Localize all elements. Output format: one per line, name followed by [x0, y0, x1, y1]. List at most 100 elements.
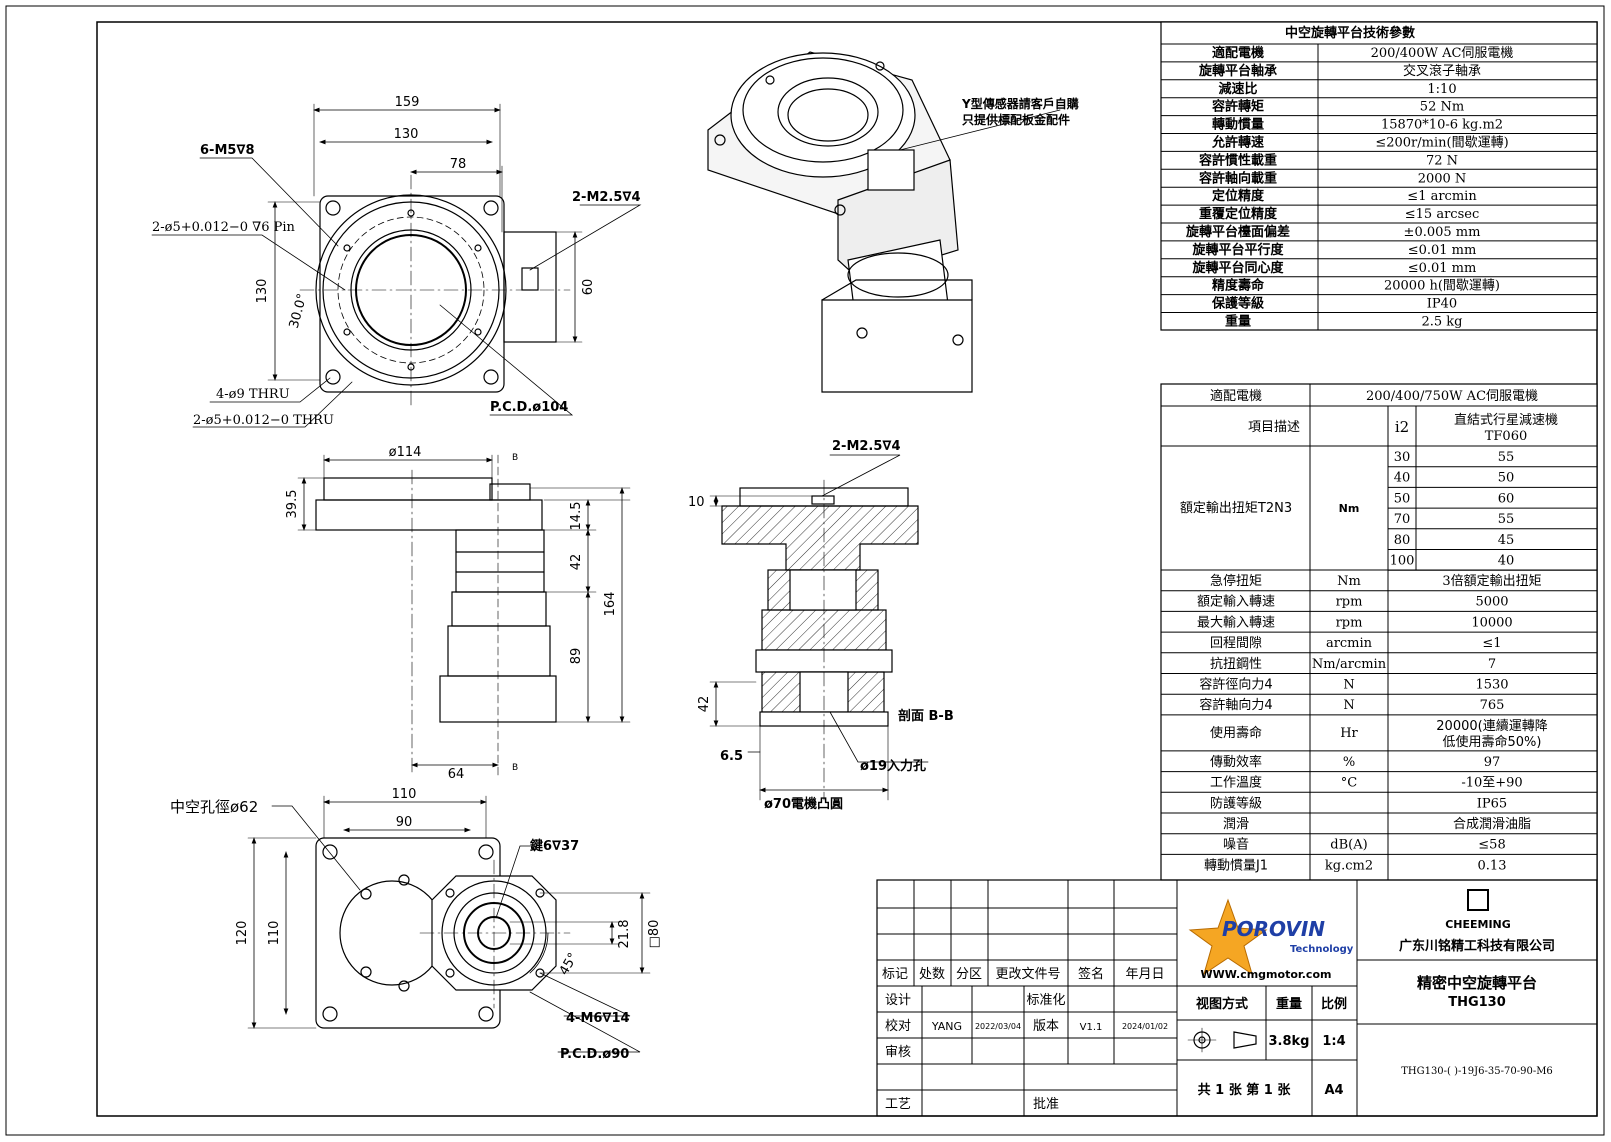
tb-design: 设计 — [885, 993, 911, 1008]
spec-value: 200/400W AC伺服電機 — [1371, 46, 1514, 61]
dim-14-5: 14.5 — [569, 502, 584, 531]
dim-130-height: 130 — [255, 279, 270, 304]
reducer-value: 7 — [1488, 657, 1496, 672]
tb-zone: 分区 — [956, 967, 982, 982]
tb-check: 校对 — [885, 1018, 911, 1034]
reducer-key: 潤滑 — [1223, 817, 1249, 832]
top-view — [151, 103, 642, 428]
spec-value: ±0.005 mm — [1404, 225, 1481, 240]
motor-value: 200/400/750W AC伺服電機 — [1366, 389, 1538, 404]
tb-date: 年月日 — [1125, 967, 1164, 982]
torque-value: 40 — [1498, 554, 1515, 569]
dim-164: 164 — [603, 592, 618, 617]
note-d70: ø70電機凸圓 — [764, 796, 843, 812]
bottom-view-labels: 中空孔徑ø62 110 90 120 110 鍵6∇37 21.8 □80 45… — [170, 787, 662, 1062]
torque-label: 額定輸出扭矩T2N3 — [1180, 501, 1292, 516]
reducer-unit: % — [1343, 755, 1355, 770]
ratio-value: 100 — [1390, 554, 1415, 569]
bottom-view — [247, 795, 651, 1053]
torque-value: 45 — [1498, 533, 1515, 548]
reducer-value: 97 — [1484, 755, 1501, 770]
company-logo-text: CHEEMING — [1445, 918, 1511, 931]
reducer-value: 5000 — [1475, 595, 1508, 610]
spec-value: ≤15 arcsec — [1405, 207, 1479, 222]
model-name: THG130 — [1448, 995, 1506, 1010]
dim-42-section: 42 — [697, 696, 712, 713]
reducer-unit: rpm — [1336, 595, 1363, 610]
ratio-value: 30 — [1394, 450, 1411, 465]
part-number: THG130-( )-19J6-35-70-90-M6 — [1401, 1066, 1553, 1077]
tb-checker: YANG — [931, 1020, 962, 1033]
reducer-value: 3倍額定輸出扭矩 — [1442, 574, 1541, 589]
spec-value: ≤0.01 mm — [1408, 261, 1477, 276]
spec-key: 容許轉矩 — [1211, 99, 1264, 115]
spec-key: 容許軸向載重 — [1198, 170, 1277, 186]
reducer-key: 額定輸入轉速 — [1197, 595, 1275, 610]
company-name: 广东川铭精工科技有限公司 — [1399, 938, 1555, 954]
dim-angle-30: 30.0° — [287, 292, 311, 330]
torque-value: 50 — [1498, 471, 1515, 486]
dim-64: 64 — [448, 767, 465, 782]
tb-scale-label: 比例 — [1321, 996, 1347, 1012]
spec-key: 定位精度 — [1211, 188, 1265, 204]
tb-scale: 1:4 — [1322, 1034, 1345, 1049]
note-hollow-62: 中空孔徑ø62 — [170, 798, 258, 816]
model-label: 直結式行星減速機 — [1454, 412, 1558, 428]
motor-label: 適配電機 — [1210, 388, 1262, 404]
reducer-value: 0.13 — [1478, 858, 1507, 873]
tb-craft: 工艺 — [885, 1097, 911, 1112]
ratio-value: 50 — [1394, 491, 1411, 506]
spec-value: 1:10 — [1427, 82, 1456, 97]
reducer-key: 防護等級 — [1210, 795, 1262, 811]
reducer-value: 合成潤滑油脂 — [1453, 817, 1531, 832]
title-block-text: 标记 处数 分区 更改文件号 签名 年月日 设计 标准化 校对 YANG 202… — [882, 889, 1555, 1112]
tb-weight: 3.8kg — [1269, 1034, 1310, 1049]
reducer-value: ≤58 — [1478, 838, 1505, 853]
reducer-key: 噪音 — [1223, 837, 1249, 853]
spec-key: 減速比 — [1218, 81, 1257, 97]
spec-value: 15870*10-6 kg.m2 — [1381, 118, 1503, 133]
spec-value: ≤0.01 mm — [1408, 243, 1477, 258]
tb-std: 标准化 — [1026, 993, 1065, 1008]
ratio-value: 40 — [1394, 471, 1411, 486]
note-key: 鍵6∇37 — [530, 838, 579, 854]
spec-value: ≤1 arcmin — [1407, 189, 1477, 204]
dim-angle-45: 45° — [557, 951, 582, 978]
model-value: TF060 — [1485, 429, 1528, 444]
tb-sheets: 共 1 张 第 1 张 — [1198, 1082, 1292, 1098]
note-pin: 2-ø5+0.012−0 ∇6 Pin — [152, 220, 296, 235]
spec-key: 允許轉速 — [1211, 135, 1264, 151]
reducer-key: 抗扭鋼性 — [1210, 657, 1262, 672]
spec-key: 旋轉平台檯面偏差 — [1185, 224, 1290, 240]
note-pcd104: P.C.D.ø104 — [490, 400, 568, 415]
reducer-value: 765 — [1480, 698, 1505, 713]
reducer-key: 工作溫度 — [1210, 775, 1262, 791]
dim-60: 60 — [581, 279, 596, 296]
spec-key: 重覆定位精度 — [1199, 206, 1278, 222]
porovin-star-logo — [1188, 898, 1268, 976]
spec-key: 保護等級 — [1211, 296, 1264, 312]
note-m6: 4-M6∇14 — [566, 1011, 630, 1026]
spec-key: 適配電機 — [1212, 45, 1264, 61]
spec-value: 交叉滾子軸承 — [1403, 63, 1481, 79]
reducer-key: 容許徑向力4 — [1199, 677, 1272, 693]
brand-name: POROVIN — [1222, 917, 1325, 941]
reducer-key: 轉動慣量J1 — [1204, 857, 1268, 873]
dim-6-5: 6.5 — [720, 749, 743, 764]
reducer-unit: Hr — [1340, 726, 1358, 741]
note-m25-section: 2-M2.5∇4 — [832, 439, 901, 454]
reducer-key: 使用壽命 — [1210, 725, 1262, 741]
spec-key: 旋轉平台軸承 — [1198, 63, 1277, 79]
reducer-key: 傳動效率 — [1210, 754, 1262, 770]
dim-78: 78 — [450, 157, 467, 172]
sensor-note: Y型傳感器請客戶自購 只提供標配板金配件 — [961, 96, 1079, 127]
spec-key: 精度壽命 — [1212, 278, 1265, 294]
product-name: 精密中空旋轉平台 — [1417, 974, 1537, 992]
tb-doc: 更改文件号 — [995, 967, 1060, 982]
dim-110-height: 110 — [267, 921, 282, 946]
reducer-unit: arcmin — [1326, 636, 1373, 651]
torque-value: 60 — [1498, 491, 1515, 506]
section-mark-b-bottom: B — [512, 763, 518, 773]
torque-unit: Nm — [1339, 502, 1360, 515]
